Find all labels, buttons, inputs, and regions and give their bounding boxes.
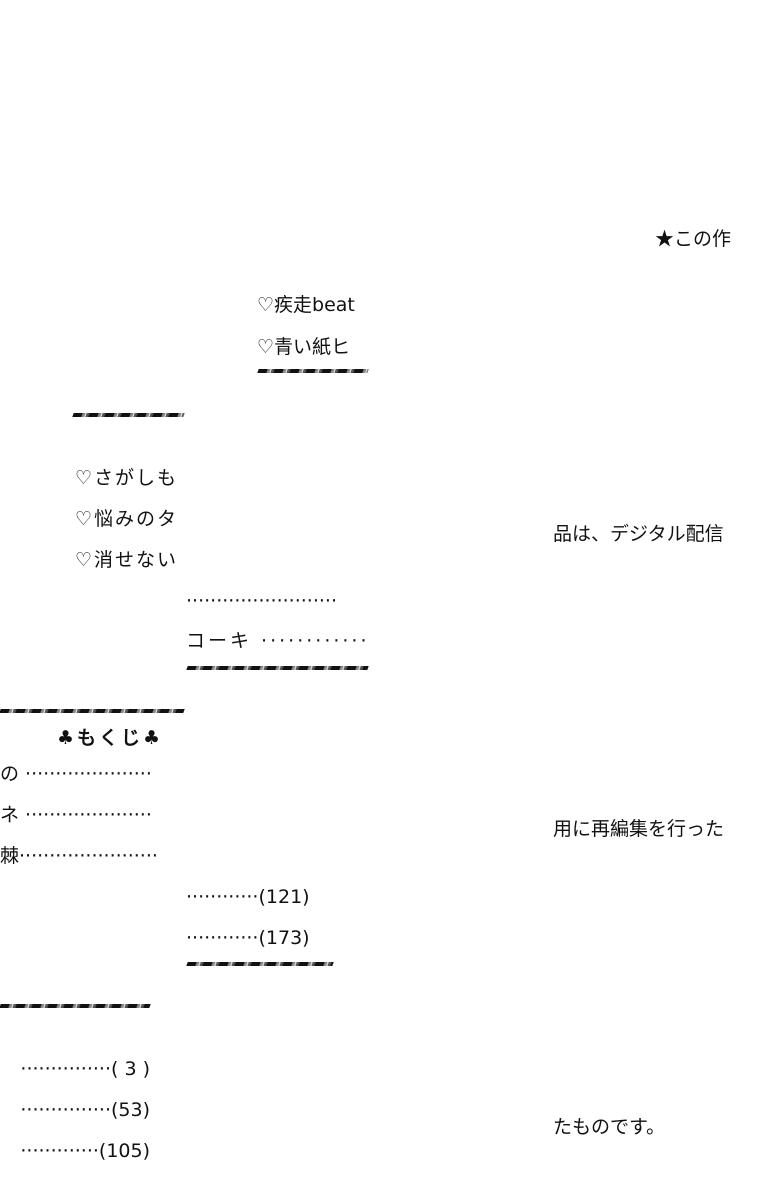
- toc-entry-fragment: ♡消せない: [75, 549, 179, 571]
- toc-entry-fragment: ネ ·····················: [0, 804, 152, 826]
- toc-page-entry: ···············( 3 ): [0, 1056, 150, 1082]
- toc-page-entry: ············(173): [186, 927, 310, 949]
- toc-page-text: ···············( 3 ): [20, 1058, 150, 1080]
- divider: [0, 709, 185, 713]
- toc-entry-fragment: ♡青い紙ヒ: [257, 336, 351, 358]
- notice-line: ★この作: [655, 228, 732, 250]
- toc-page-entry: ···············(53): [0, 1097, 150, 1123]
- notice-line: 用に再編集を行った: [553, 818, 725, 840]
- toc-entry-fragment: コーキ ··············: [186, 630, 368, 652]
- divider: [257, 369, 369, 373]
- toc-entry-fragment: ♡さがしも: [75, 467, 179, 489]
- toc-entry-fragment: 棘·······················: [0, 845, 158, 867]
- notice-line: 品は、デジタル配信: [553, 523, 724, 545]
- toc-entry-fragment: ♡悩みのタ: [75, 508, 179, 530]
- toc-page-entry: ·············(105): [0, 1138, 150, 1164]
- toc-entry-fragment: の ·····················: [0, 763, 152, 785]
- toc-entry-fragment: ♡疾走beat: [257, 294, 355, 316]
- toc-page-text: ···············(53): [20, 1099, 150, 1121]
- divider: [72, 413, 185, 417]
- toc-heading: ♣もくじ♣: [57, 727, 164, 749]
- toc-dots: ·························: [186, 590, 337, 612]
- divider: [186, 962, 334, 966]
- divider: [186, 666, 369, 670]
- toc-page-entry: ············(121): [186, 886, 310, 908]
- divider: [0, 1004, 151, 1008]
- toc-page-text: ·············(105): [20, 1140, 150, 1162]
- notice-line: たものです。: [553, 1116, 666, 1138]
